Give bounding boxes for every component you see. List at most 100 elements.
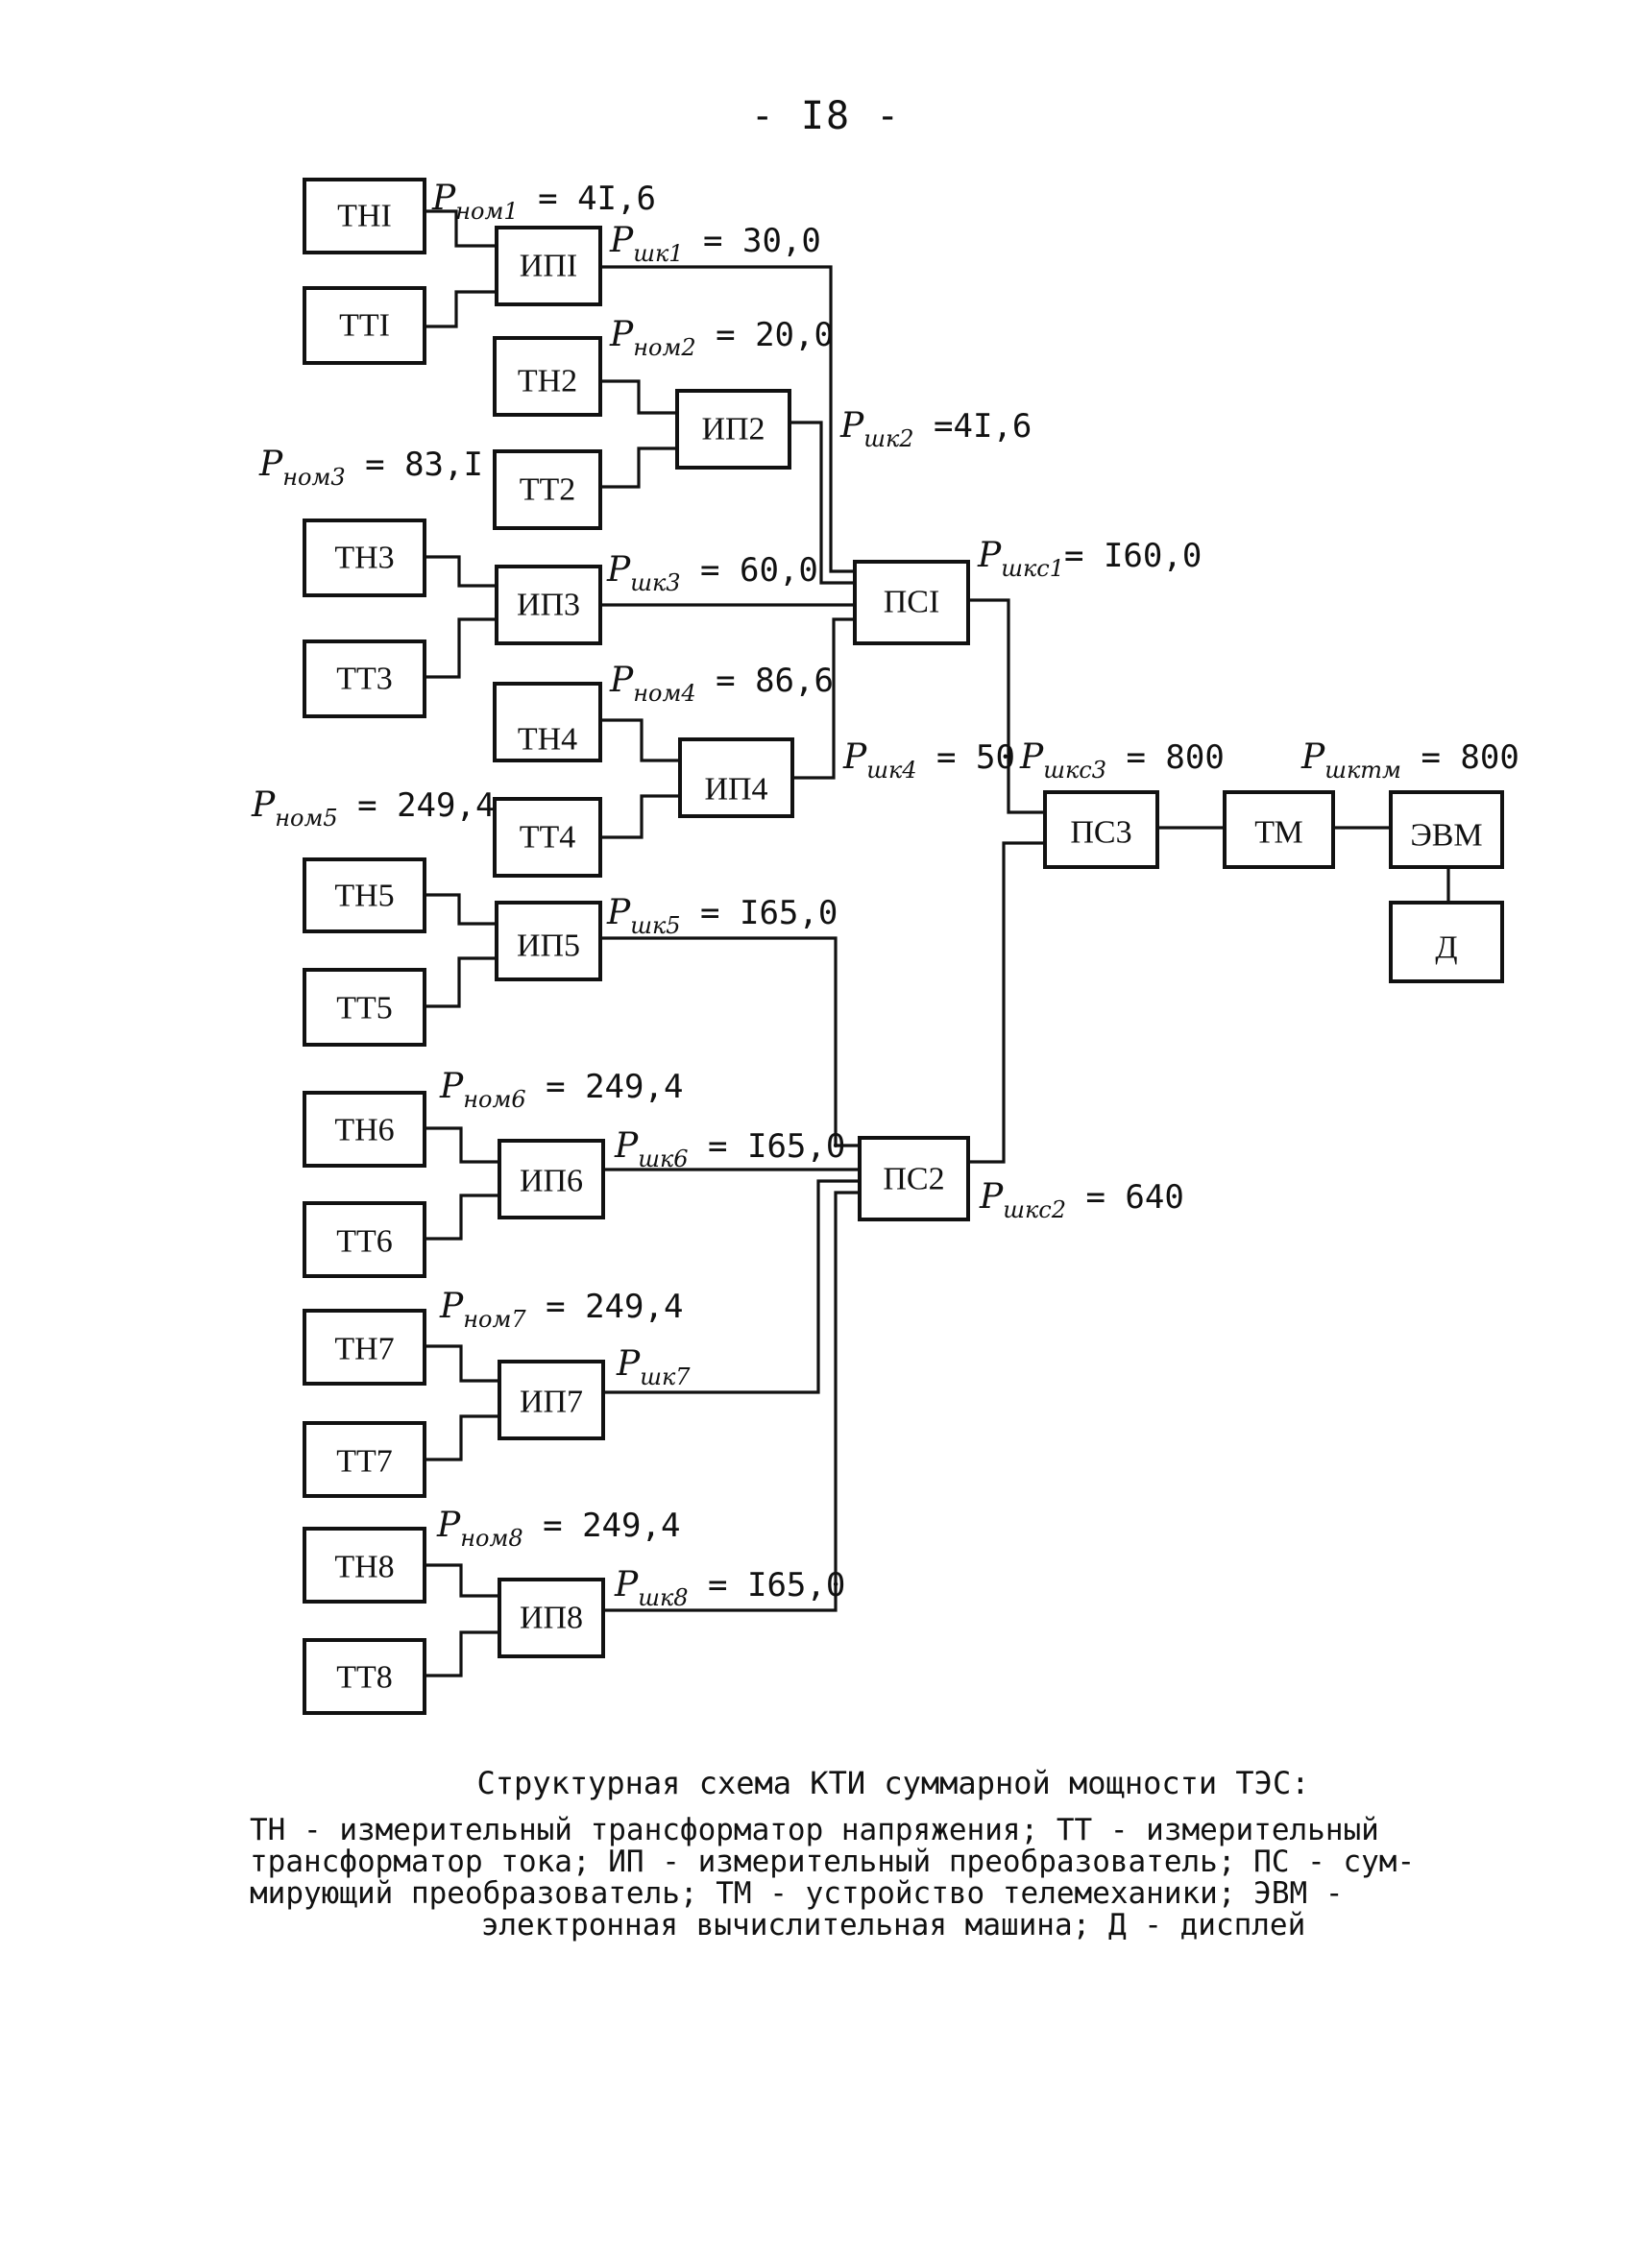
wire-tn7-ip7	[425, 1344, 499, 1383]
wire-ip2-ps1	[790, 421, 855, 585]
wire-tn5-ip5	[425, 893, 497, 926]
block-tn8-label: TH8	[334, 1550, 394, 1585]
block-tn5: TH5	[303, 857, 426, 933]
block-tt5: TT5	[303, 968, 426, 1047]
block-ip4: ИП4	[678, 737, 794, 818]
block-d: Д	[1389, 901, 1504, 983]
param-p-shk1: Pшк1 = 30,0	[609, 221, 821, 267]
param-p-nom3: Pном3 = 83,I	[258, 445, 483, 491]
block-ip5-label: ИП5	[517, 929, 580, 964]
block-tt5-label: TT5	[336, 991, 393, 1026]
wire-tt1-ip1	[425, 290, 497, 328]
wire-ip4-ps1	[792, 617, 855, 780]
block-tt3: TT3	[303, 639, 426, 718]
param-p-shktm: Pшктм = 800	[1300, 737, 1519, 784]
param-p-shk3: Pшк3 = 60,0	[606, 550, 818, 596]
wire-tt3-ip3	[425, 617, 497, 679]
block-ip7-label: ИП7	[520, 1385, 583, 1420]
wire-ps1-ps3	[968, 598, 1045, 814]
block-tn1: THI	[303, 178, 426, 254]
wire-tn1-ip1	[425, 209, 497, 248]
block-tt4-label: TT4	[520, 820, 576, 856]
block-tn3: TH3	[303, 519, 426, 597]
figure-caption: Структурная схема КТИ суммарной мощности…	[250, 1765, 1537, 1942]
block-tt7-label: TT7	[336, 1444, 393, 1480]
wire-tn6-ip6	[425, 1126, 499, 1164]
block-ip1: ИПI	[495, 226, 602, 306]
wire-tt4-ip4	[600, 794, 680, 839]
caption-legend: ТН - измерительный трансформатор напряже…	[250, 1815, 1537, 1942]
wire-ip8-ps2	[603, 1191, 860, 1612]
caption-legend-line: ТН - измерительный трансформатор напряже…	[250, 1813, 1379, 1847]
block-ip8: ИП8	[498, 1578, 605, 1658]
block-ip6-label: ИП6	[520, 1164, 583, 1199]
block-tn1-label: THI	[337, 199, 392, 234]
blocks: THI TTI ИПI TH2 TT2 ИП2 TH3 TT3 ИП3 ПСI …	[303, 178, 1504, 1715]
connection-lines	[425, 209, 1450, 1677]
block-tn6: TH6	[303, 1091, 426, 1168]
block-ip7: ИП7	[498, 1360, 605, 1440]
block-tt2-label: TT2	[520, 472, 576, 508]
param-p-nom4: Pном4 = 86,6	[609, 661, 834, 707]
block-ip4-label: ИП4	[704, 772, 767, 808]
param-p-nom5: Pном5 = 249,4	[251, 785, 495, 832]
block-tn5-label: TH5	[334, 879, 394, 914]
block-tn6-label: TH6	[334, 1113, 394, 1148]
wire-tn4-ip4	[600, 718, 680, 762]
caption-legend-line: мирующий преобразователь; ТМ - устройств…	[250, 1876, 1344, 1911]
wire-tt8-ip8	[425, 1630, 499, 1677]
block-ps1: ПСI	[853, 560, 970, 645]
wire-tn2-ip2	[600, 379, 677, 415]
block-tt6-label: TT6	[336, 1224, 393, 1260]
param-p-shk6: Pшк6 = I65,0	[614, 1126, 845, 1172]
wire-tn3-ip3	[425, 555, 497, 588]
block-ps1-label: ПСI	[884, 585, 940, 620]
block-tn3-label: TH3	[334, 541, 394, 576]
block-ip6: ИП6	[498, 1139, 605, 1219]
block-tm: ТМ	[1223, 790, 1335, 869]
block-tt1: TTI	[303, 286, 426, 365]
block-ip8-label: ИП8	[520, 1601, 583, 1636]
wire-ip5-ps2	[600, 936, 860, 1147]
param-p-shks2: Pшкс2 = 640	[979, 1177, 1184, 1223]
block-tn8: TH8	[303, 1527, 426, 1604]
block-tn2-label: TH2	[518, 364, 577, 399]
wire-ps2-ps3	[968, 841, 1045, 1164]
caption-legend-line: электронная вычислительная машина; Д - д…	[480, 1908, 1306, 1942]
block-tn4-label: TH4	[518, 722, 577, 758]
param-p-shk7: Pшк7	[616, 1344, 691, 1390]
param-p-nom1: Pном1 = 4I,6	[431, 179, 656, 225]
block-ip1-label: ИПI	[520, 249, 577, 284]
param-p-nom7: Pном7 = 249,4	[439, 1287, 683, 1333]
block-ps2: ПС2	[858, 1136, 970, 1221]
block-tt7: TT7	[303, 1421, 426, 1498]
param-p-nom8: Pном8 = 249,4	[436, 1506, 680, 1552]
param-p-shk5: Pшк5 = I65,0	[606, 893, 838, 939]
block-evm-label: ЭВМ	[1410, 818, 1482, 854]
parameter-labels: Pном1 = 4I,6 Pшк1 = 30,0 Pном2 = 20,0 Pш…	[251, 179, 1519, 1611]
caption-title: Структурная схема КТИ суммарной мощности…	[476, 1765, 1310, 1801]
wire-tt7-ip7	[425, 1414, 499, 1461]
caption-legend-line: трансформатор тока; ИП - измерительный п…	[250, 1845, 1416, 1879]
block-tt3-label: TT3	[336, 662, 393, 697]
param-p-shks1: Pшкс1= I60,0	[977, 536, 1202, 582]
wire-tt5-ip5	[425, 956, 497, 1008]
block-ip3: ИП3	[495, 565, 602, 645]
block-ps2-label: ПС2	[883, 1162, 944, 1197]
param-p-shk2: Pшк2 =4I,6	[839, 406, 1032, 452]
block-ip2: ИП2	[675, 389, 791, 470]
wire-tn8-ip8	[425, 1563, 499, 1598]
param-p-shk8: Pшк8 = I65,0	[614, 1565, 845, 1611]
block-tn2: TH2	[493, 336, 602, 417]
block-tn4: TH4	[493, 682, 602, 762]
block-ip5: ИП5	[495, 901, 602, 981]
param-p-nom6: Pном6 = 249,4	[439, 1067, 683, 1113]
block-tt8-label: TT8	[336, 1660, 393, 1696]
block-tt1-label: TTI	[339, 308, 390, 344]
block-tt4: TT4	[493, 797, 602, 878]
param-p-nom2: Pном2 = 20,0	[609, 315, 834, 361]
block-tt8: TT8	[303, 1638, 426, 1715]
block-ip2-label: ИП2	[701, 412, 765, 447]
wire-ip1-ps1	[600, 265, 855, 573]
